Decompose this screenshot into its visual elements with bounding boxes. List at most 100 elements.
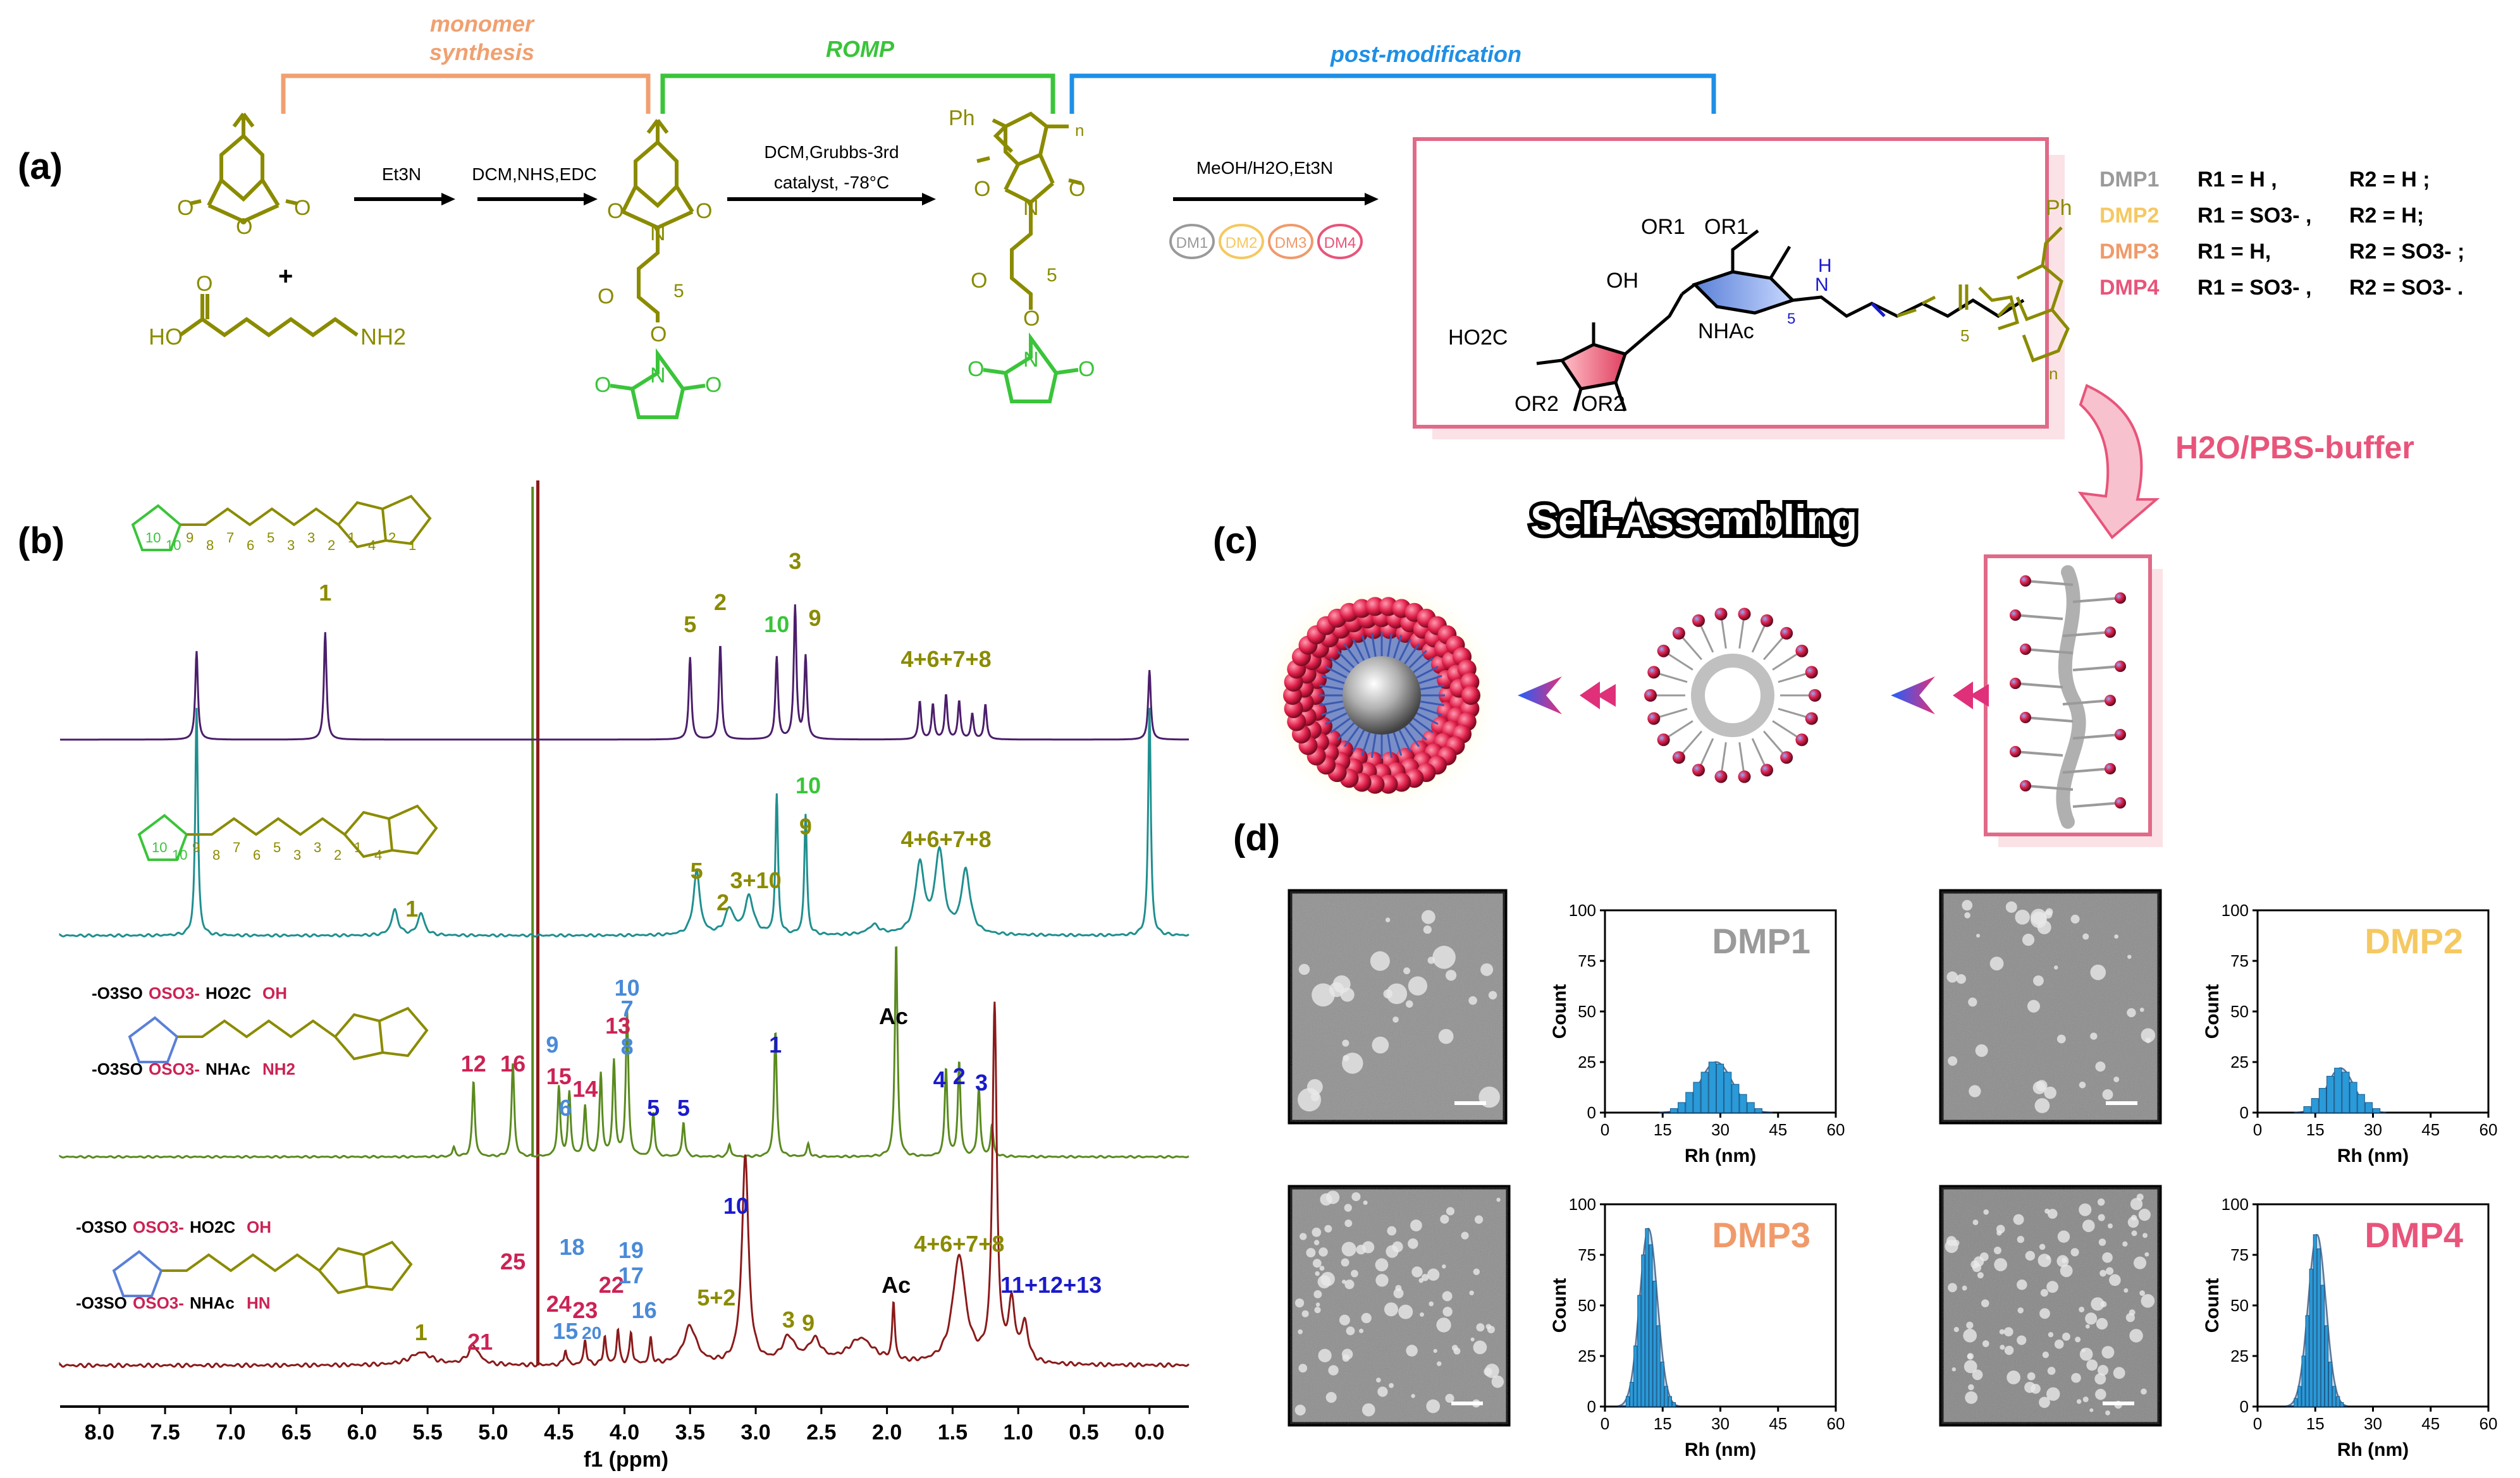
lipid-head	[1805, 712, 1818, 725]
stage-brackets: monomer synthesis ROMP post-modification	[281, 11, 1716, 114]
inset-label: OH	[247, 1218, 271, 1237]
tem-particle	[1436, 1317, 1451, 1333]
dmp4-r2: R2 = SO3- .	[2349, 276, 2463, 300]
dmp2-name: DMP2	[2099, 204, 2159, 228]
dls-xtick-label: 0	[2253, 1120, 2262, 1139]
chain-arm	[2015, 750, 2063, 757]
nmr-peak-label: 2	[714, 589, 727, 615]
dls-bar	[2336, 1396, 2340, 1407]
tem-particle	[1408, 1238, 1418, 1249]
dls-xlabel: Rh (nm)	[1685, 1145, 1756, 1166]
glycopolymer-structure	[1536, 226, 2070, 412]
tem-particle	[1473, 1268, 1480, 1276]
chain-arm	[2062, 631, 2111, 637]
nhs-ring-monomer	[610, 348, 706, 419]
tem-particle	[2098, 1238, 2106, 1246]
dls-xlabel: Rh (nm)	[1685, 1439, 1756, 1460]
tem-particle	[1432, 946, 1456, 969]
tem-particle	[2070, 914, 2080, 924]
dls-bar	[2305, 1315, 2309, 1407]
panel-label-c: (c)	[1213, 520, 1258, 561]
tem-particle	[1442, 1307, 1453, 1317]
dls-xtick-label: 30	[1711, 1120, 1730, 1139]
tem-particle	[1476, 1323, 1485, 1332]
inset-atom-number: 5	[273, 840, 281, 855]
tem-particle	[2039, 1396, 2050, 1408]
nmr-peak-label: 9	[799, 814, 812, 840]
tem-particle	[2108, 1223, 2113, 1229]
tem-particle	[1445, 1393, 1454, 1403]
nmr-peak-label: 11+12+13	[1000, 1272, 1102, 1298]
polymer-ph: Ph	[949, 106, 975, 130]
dls-title: DMP4	[2364, 1215, 2463, 1255]
dls-ytick-label: 100	[2222, 901, 2249, 920]
dls-ytick-label: 75	[1578, 951, 1596, 970]
tem-particle	[1306, 1248, 1316, 1258]
tem-particle	[2122, 1241, 2128, 1247]
dls-bar	[2349, 1082, 2357, 1113]
reaction-step-2: DCM,NHS,EDC	[472, 164, 597, 184]
dls-bar	[2320, 1285, 2325, 1407]
inset-label: -O3SO	[76, 1293, 127, 1312]
tem-particle	[1946, 971, 1958, 983]
nmr-spectrum-3	[59, 946, 1189, 1159]
dls-ytick-label: 25	[2230, 1347, 2249, 1365]
tem-particle	[2017, 1280, 2027, 1290]
dls-bar	[1731, 1084, 1740, 1113]
micelle-chain	[1420, 700, 1445, 707]
inset-chain	[161, 1253, 321, 1273]
tem-particle	[2099, 1269, 2106, 1277]
nhs-ring-polymer	[983, 332, 1079, 403]
nmr-spectrum-1	[60, 604, 1189, 741]
inset-atom-number: 10	[152, 840, 167, 855]
tem-particle	[2060, 1264, 2073, 1278]
chain-arm	[2015, 614, 2063, 620]
micelle-core	[1343, 656, 1421, 735]
nmr-peak-label: 21	[467, 1329, 493, 1355]
inset-atom-number: 10	[172, 847, 187, 863]
lipid-head	[1692, 614, 1705, 627]
tem-particle	[1361, 1312, 1372, 1324]
dls-bar	[2340, 1402, 2344, 1407]
chain-arm	[2072, 802, 2121, 808]
tem-particle	[1962, 1285, 1967, 1291]
tem-particle	[2022, 934, 2035, 946]
struct-ho2c: HO2C	[1448, 326, 1508, 350]
nmr-tick-label: 3.5	[675, 1420, 705, 1444]
lipid-head	[1714, 608, 1728, 621]
tem-particle	[1429, 1301, 1434, 1307]
chain-head	[2010, 609, 2021, 621]
dls-ytick-label: 25	[1578, 1053, 1596, 1072]
nmr-peak-label: 10	[796, 773, 821, 798]
tem-particle	[1389, 1383, 1394, 1388]
tem-particle	[1315, 1302, 1320, 1307]
assembly-arrows	[1518, 676, 1989, 714]
tem-particle	[1461, 1231, 1469, 1240]
badge-dm2	[1219, 224, 1264, 259]
micelle-chain	[1413, 657, 1434, 673]
tem-particle	[1312, 1259, 1322, 1268]
nmr-tick-label: 6.0	[347, 1420, 377, 1444]
nmr-peak-label: Ac	[879, 1003, 908, 1029]
tem-particle	[1953, 1240, 1960, 1247]
inset-ring	[131, 504, 182, 551]
struct-or1-b: OR1	[1704, 215, 1749, 239]
tem-particle	[1410, 1219, 1422, 1231]
nmr-peak-label: 9	[546, 1032, 558, 1058]
tem-particle	[1981, 1299, 1989, 1307]
dls-ylabel: Count	[1549, 984, 1570, 1039]
tem-particle	[2105, 1267, 2114, 1275]
inset-label: -O3SO	[92, 1060, 143, 1078]
polymer-o-left: O	[974, 177, 990, 201]
dls-bar	[1649, 1244, 1653, 1407]
tem-particle	[2048, 1332, 2054, 1338]
tem-particle	[1342, 1039, 1349, 1047]
nmr-peak-label: 9	[808, 605, 821, 631]
dls-xlabel: Rh (nm)	[2337, 1439, 2409, 1460]
reaction-arrow-4-head	[1365, 193, 1379, 205]
inset-atom-number: 10	[145, 530, 161, 546]
tem-dmp3-texture	[1290, 1187, 1508, 1424]
tem-particle	[1298, 1329, 1303, 1334]
nmr-peak-label: 4+6+7+8	[900, 826, 991, 852]
